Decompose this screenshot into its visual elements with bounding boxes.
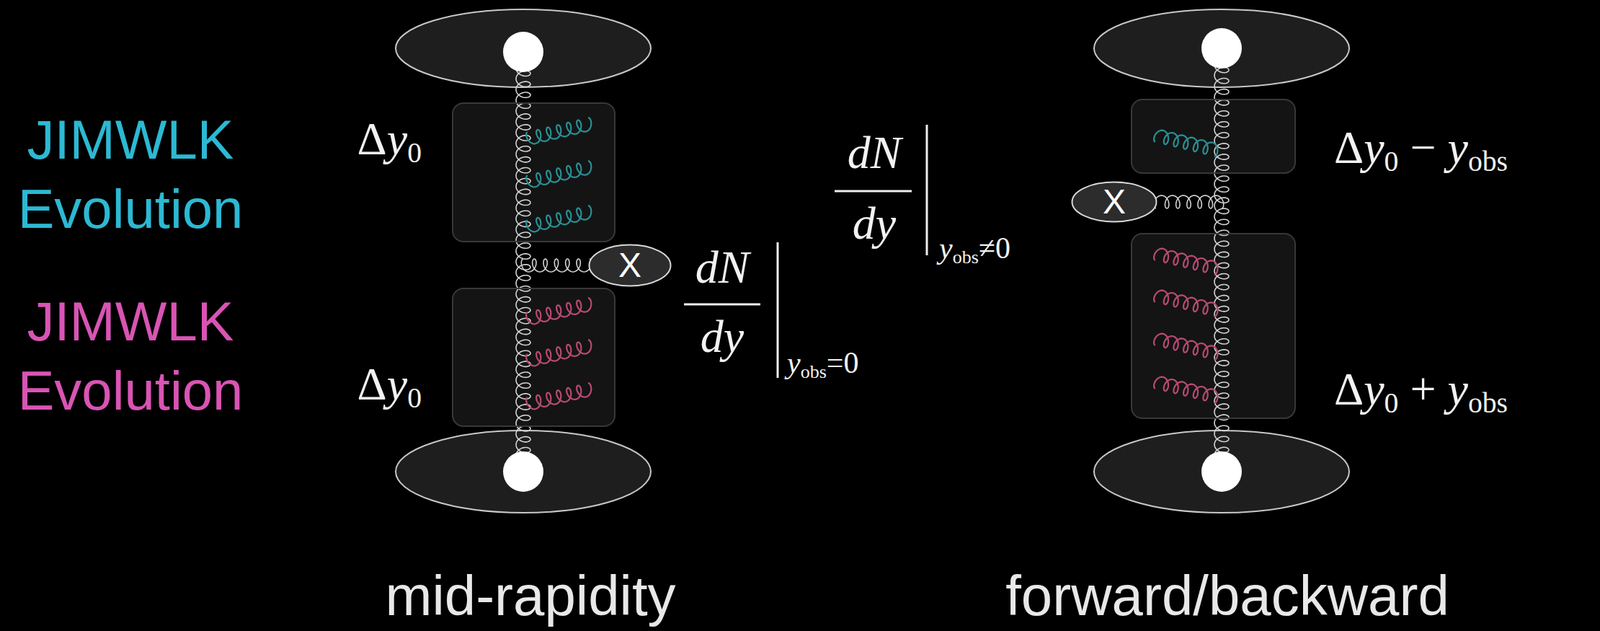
- gluon-group: [516, 45, 1229, 474]
- rapidity-interval: Δy0: [357, 361, 422, 408]
- gluon-coil: [516, 49, 531, 474]
- evolution-box: Δy0 + yobs: [1130, 232, 1296, 419]
- proton-ellipse: [395, 430, 651, 513]
- proton-ellipse: [1094, 9, 1350, 88]
- vertex-label: X: [618, 247, 642, 283]
- gluon-coil: [1214, 45, 1229, 474]
- gluon-coil: [1153, 333, 1218, 360]
- text-part: dy: [852, 197, 896, 249]
- text-part: dN: [847, 126, 902, 179]
- math-subscript: obs: [800, 361, 827, 382]
- box-fill: [1130, 98, 1296, 174]
- vertex-ellipse: X: [1070, 180, 1158, 223]
- gluon-coil: [1153, 195, 1224, 209]
- text-part: ≠0: [978, 231, 1011, 265]
- evolution-box: Δy0: [451, 287, 616, 427]
- rapidity-interval: Δy0: [357, 116, 422, 163]
- gluon-coil: [526, 160, 591, 187]
- math-subscript: obs: [1468, 387, 1508, 419]
- gluon-coil: [526, 205, 591, 232]
- math-subscript: 0: [1384, 145, 1399, 178]
- gluon-coil: [526, 382, 591, 409]
- math-variable: y: [1447, 121, 1469, 173]
- fraction-numerator: dN: [847, 129, 902, 176]
- vertex-label: X: [1102, 184, 1126, 220]
- text-part: dy: [700, 310, 744, 362]
- math-variable: y: [387, 113, 408, 165]
- math-subscript: obs: [952, 246, 979, 268]
- gluon-coil: [526, 297, 591, 324]
- math-subscript: 0: [407, 136, 422, 169]
- math-subscript: 0: [407, 381, 422, 414]
- text-part: +: [1398, 363, 1448, 415]
- gluon-coil: [521, 258, 591, 272]
- vertex-ellipse-shape: [1072, 182, 1157, 222]
- proton-ellipse: [1094, 430, 1350, 513]
- gluon-coil: [526, 339, 591, 366]
- panel-caption: mid-rapidity: [384, 567, 676, 624]
- math-subscript: 0: [1384, 387, 1399, 419]
- box-fill: [451, 102, 616, 243]
- text-part: =0: [826, 345, 860, 380]
- proton-dot: [503, 31, 544, 73]
- box-fill: [451, 287, 616, 427]
- math-subscript: obs: [1468, 145, 1508, 178]
- evolution-label: JIMWLK Evolution: [0, 286, 268, 426]
- proton-dot: [1201, 28, 1242, 69]
- gluon-coil: [1153, 290, 1218, 317]
- vertex-ellipse: X: [588, 243, 672, 287]
- math-variable: y: [787, 345, 801, 380]
- proton-dot: [1201, 451, 1242, 492]
- evaluation-bar: [776, 242, 780, 378]
- fraction-denominator: dy: [852, 200, 896, 247]
- math-variable: y: [387, 358, 408, 410]
- text-part: dN: [695, 241, 750, 293]
- fraction-denominator: dy: [700, 313, 744, 360]
- fraction-bar: [683, 303, 761, 306]
- text-part: Δ: [357, 113, 388, 165]
- math-variable: y: [1363, 363, 1384, 415]
- evaluation-subscript: yobs=0: [787, 347, 860, 378]
- fraction-bar: [834, 190, 912, 193]
- panel-caption: forward/backward: [1005, 567, 1450, 624]
- text-part: Δ: [357, 358, 388, 410]
- evaluation-bar: [926, 124, 929, 256]
- text-part: −: [1398, 121, 1448, 173]
- box-fill: [1130, 232, 1296, 419]
- gluon-coil: [1153, 376, 1218, 403]
- math-variable: y: [1363, 121, 1384, 173]
- gluon-coil: [1153, 130, 1218, 157]
- math-variable: y: [939, 231, 953, 265]
- gluon-coil: [526, 117, 591, 144]
- fraction-numerator: dN: [695, 244, 750, 291]
- rapidity-interval: Δy0 − yobs: [1334, 124, 1508, 171]
- text-part: Δ: [1334, 121, 1364, 173]
- evolution-label: JIMWLK Evolution: [0, 105, 268, 244]
- vertex-ellipse-shape: [589, 245, 671, 287]
- rapidity-interval: Δy0 + yobs: [1334, 366, 1508, 413]
- evolution-box: Δy0 − yobs: [1130, 98, 1296, 174]
- evaluation-subscript: yobs≠0: [939, 232, 1011, 264]
- evolution-box: Δy0: [451, 102, 616, 243]
- gluon-coil: [1153, 248, 1218, 275]
- proton-dot: [503, 451, 544, 492]
- text-part: Δ: [1334, 363, 1364, 415]
- math-variable: y: [1447, 363, 1469, 415]
